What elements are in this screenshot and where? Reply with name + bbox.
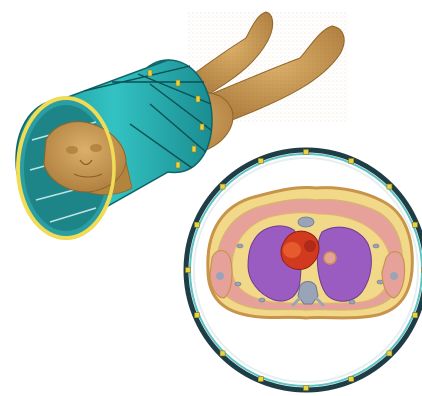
vertebra xyxy=(298,282,318,305)
heart-chamber xyxy=(283,242,301,258)
ring-element-marker xyxy=(195,313,200,318)
ring-element-marker xyxy=(304,150,309,155)
ring-element-marker xyxy=(304,386,309,391)
ring-element-marker xyxy=(220,351,225,356)
ring-element-marker xyxy=(349,159,354,164)
ring-element-marker xyxy=(195,222,200,227)
ring-element-marker xyxy=(387,184,392,189)
ring-element-marker xyxy=(258,377,263,382)
ring-element-marker xyxy=(220,184,225,189)
ring-element-marker xyxy=(413,222,418,227)
ring-element-marker xyxy=(186,268,191,273)
aorta xyxy=(324,252,336,264)
sternum xyxy=(298,217,314,227)
cross-section-panel xyxy=(186,150,422,391)
ring-element-marker xyxy=(413,313,418,318)
lung-right xyxy=(317,227,371,301)
ring-element-marker xyxy=(387,351,392,356)
ring-element-marker xyxy=(258,159,263,164)
ring-element-marker xyxy=(349,377,354,382)
